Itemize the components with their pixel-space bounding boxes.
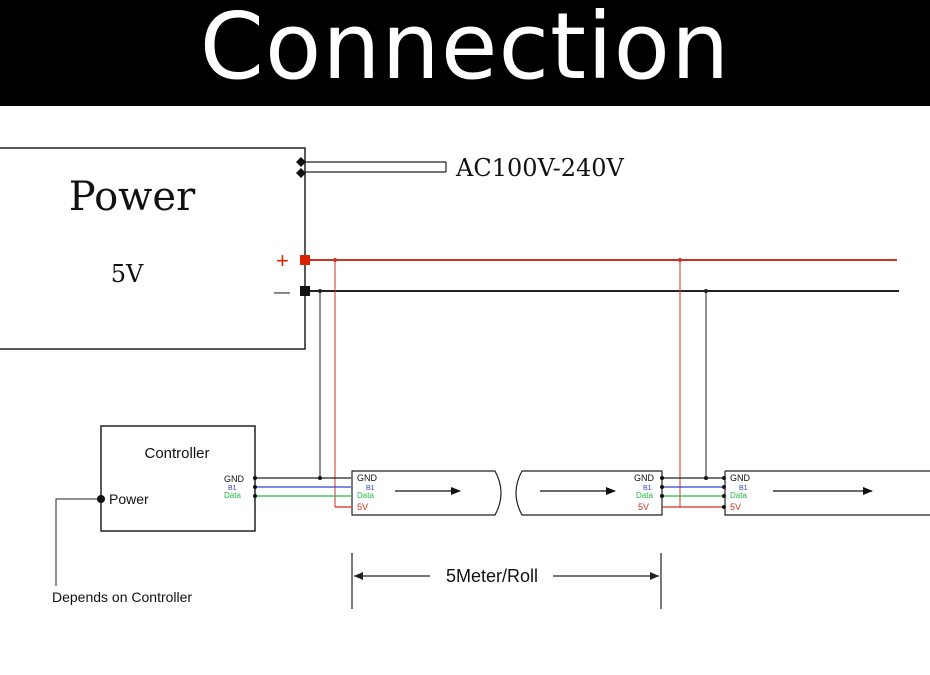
led-strip-segment-2: GND B1 Data 5V: [515, 470, 663, 516]
wire-dot: [253, 485, 257, 489]
positive-terminal: [300, 255, 310, 265]
controller-box: [100, 425, 256, 532]
strip-pin-b1: B1: [366, 485, 375, 492]
page-title: Connection: [199, 0, 731, 100]
dimension-arrow-right: [650, 572, 659, 580]
controller-power-lead: [55, 498, 97, 586]
wire-dot: [318, 476, 322, 480]
ac-terminal-1: [296, 157, 306, 167]
strip-pin-b1: B1: [739, 485, 748, 492]
strip-pin-gnd: GND: [730, 473, 751, 483]
ac-input: AC100V-240V: [296, 154, 625, 182]
length-label: 5Meter/Roll: [446, 566, 538, 586]
wire-dot: [253, 476, 257, 480]
controller: Controller Power GND B1 Data: [97, 425, 256, 532]
controller-pin-data: Data: [224, 491, 241, 500]
strip-pin-b1: B1: [643, 485, 652, 492]
wiring-diagram: Power 5V AC100V-240V + — Controller Powe…: [0, 147, 930, 609]
wire-dot: [660, 485, 664, 489]
strip-pin-5v: 5V: [730, 502, 741, 512]
controller-power-note: Depends on Controller: [52, 589, 192, 605]
dimension-arrow-left: [354, 572, 363, 580]
ac-input-label: AC100V-240V: [455, 154, 625, 182]
ac-terminal-2: [296, 168, 306, 178]
wire-dot: [660, 476, 664, 480]
wire-dot: [704, 476, 708, 480]
power-supply-voltage: 5V: [111, 260, 144, 288]
power-supply-box: [0, 147, 306, 350]
plus-sign: +: [276, 248, 289, 273]
strip-pin-data: Data: [357, 491, 374, 500]
strip-body: [351, 470, 502, 516]
strip-body: [724, 470, 930, 516]
led-strip-segment-1: GND B1 Data 5V: [351, 470, 502, 516]
controller-power-label: Power: [109, 491, 149, 507]
controller-pin-gnd: GND: [224, 474, 245, 484]
negative-terminal: [300, 286, 310, 296]
controller-label: Controller: [144, 445, 209, 462]
strip-pin-5v: 5V: [357, 502, 368, 512]
strip-pin-gnd: GND: [634, 473, 655, 483]
minus-sign: —: [274, 284, 290, 301]
length-dimension: 5Meter/Roll: [351, 553, 662, 609]
strip-pin-5v: 5V: [638, 502, 649, 512]
title-banner: Connection: [0, 0, 930, 106]
controller-pin-b1: B1: [228, 485, 237, 492]
wire-dot: [660, 494, 664, 498]
strip-pin-data: Data: [636, 491, 653, 500]
led-strip-segment-3: GND B1 Data 5V: [724, 470, 930, 516]
strip-pin-data: Data: [730, 491, 747, 500]
power-supply-label: Power: [69, 174, 196, 220]
wire-dot: [253, 494, 257, 498]
strip-body: [515, 470, 663, 516]
controller-power-dot: [97, 495, 105, 503]
strip-pin-gnd: GND: [357, 473, 378, 483]
power-supply: Power 5V: [0, 147, 306, 350]
